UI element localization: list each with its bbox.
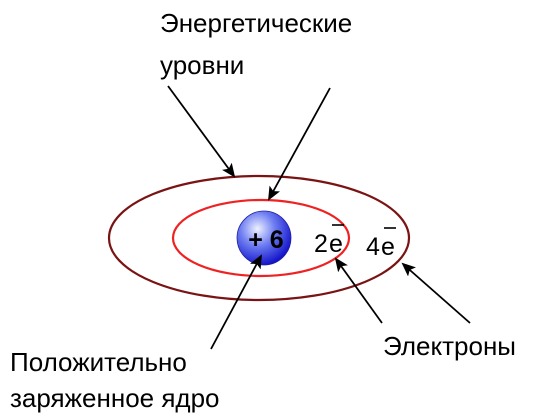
energy-levels-label-line1: Энергетические	[160, 8, 353, 38]
outer-energy-level	[107, 174, 411, 302]
arrow-energy-level-outer	[167, 85, 236, 178]
inner-shell-electrons: 2 e	[314, 224, 344, 258]
arrow-electron-inner	[334, 257, 383, 324]
nucleus	[236, 210, 292, 266]
nucleus-label-line2: заряженное ядро	[10, 383, 220, 413]
arrow-energy-level-inner	[268, 87, 331, 201]
arrow-nucleus	[210, 254, 262, 350]
inner-electron-count: 2	[314, 230, 328, 258]
nucleus-charge: + 6	[248, 226, 283, 254]
nucleus-label-line1: Положительно	[10, 347, 187, 377]
arrow-electron-outer	[401, 262, 471, 324]
outer-electron-count: 4	[366, 233, 380, 261]
energy-levels-label-line2: уровни	[160, 50, 245, 80]
inner-electron-symbol: e	[329, 230, 343, 258]
outer-shell-electrons: 4 e	[366, 227, 396, 261]
outer-electron-symbol: e	[381, 233, 395, 261]
inner-energy-level	[171, 198, 351, 278]
electrons-label: Электроны	[383, 331, 516, 361]
